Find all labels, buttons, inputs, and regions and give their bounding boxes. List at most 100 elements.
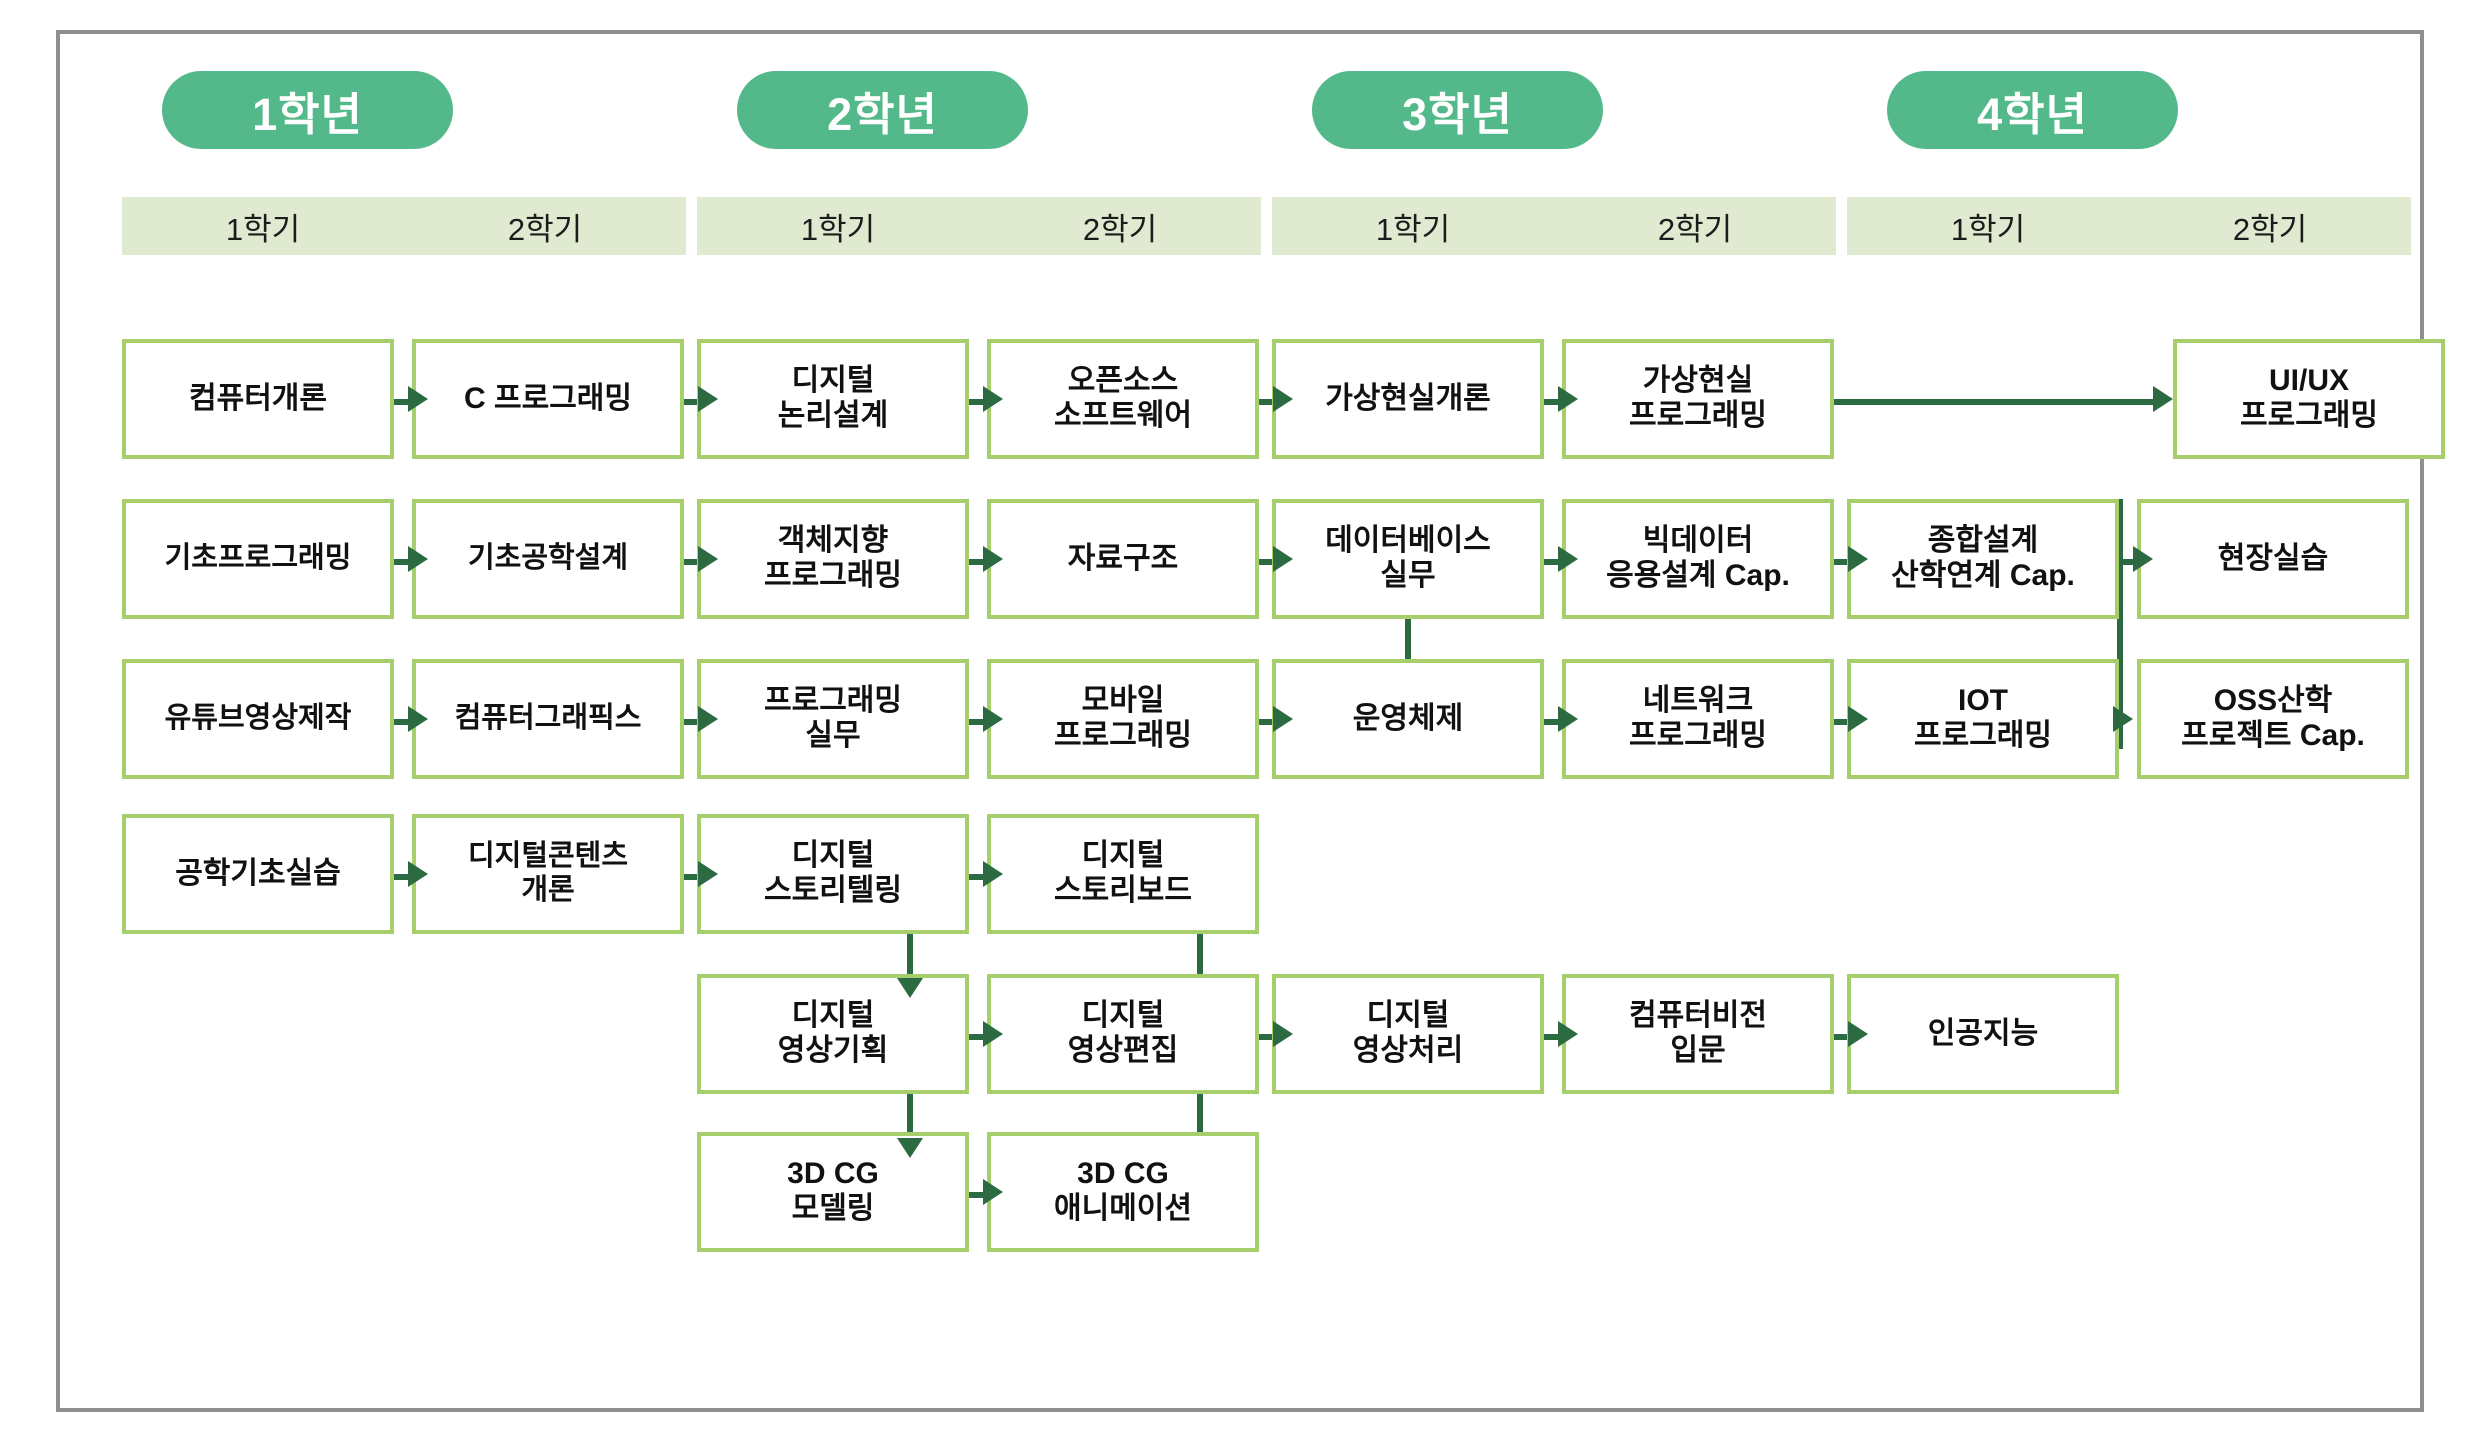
connector-r2-3	[951, 559, 987, 565]
course-box-youtube-video-production[interactable]: 유튜브영상제작	[122, 659, 394, 779]
course-box-network-programming[interactable]: 네트워크 프로그래밍	[1562, 659, 1834, 779]
diagram-frame: 1학년 2학년 3학년 4학년 1학기 2학기 1학기 2학기 1학기 2학기 …	[56, 30, 2445, 1412]
course-box-programming-practice[interactable]: 프로그래밍 실무	[697, 659, 969, 779]
course-box-digital-storytelling[interactable]: 디지털 스토리텔링	[697, 814, 969, 934]
course-label-line1: 데이터베이스	[1325, 524, 1491, 558]
course-label: 현장실습	[2217, 541, 2329, 575]
course-box-integrated-design-capstone[interactable]: 종합설계 산학연계 Cap.	[1847, 499, 2119, 619]
course-box-3dcg-animation[interactable]: 3D CG 애니메이션	[987, 1132, 1259, 1252]
course-label-line2: 산학연계 Cap.	[1891, 559, 2075, 592]
year-pill-1-label: 1학년	[252, 88, 363, 140]
course-box-3dcg-modeling[interactable]: 3D CG 모델링	[697, 1132, 969, 1252]
year-pill-2-label: 2학년	[827, 88, 938, 140]
semester-label-y2s1: 1학기	[800, 211, 876, 247]
arrowhead-r1-3	[983, 386, 1003, 412]
connector-r5-3	[1526, 1034, 1562, 1040]
connector-r3-4	[1241, 719, 1277, 725]
course-label-line1: 오픈소스	[1067, 364, 1179, 398]
connector-r1-2	[666, 399, 702, 405]
connector-r3-2	[666, 719, 702, 725]
course-box-oop[interactable]: 객체지향 프로그래밍	[697, 499, 969, 619]
course-box-digital-logic[interactable]: 디지털 논리설계	[697, 339, 969, 459]
course-box-database-practice[interactable]: 데이터베이스 실무	[1272, 499, 1544, 619]
course-label-line2: 프로그래밍	[2240, 399, 2378, 432]
course-label-line2: 프로그래밍	[1629, 719, 1767, 752]
course-label-line1: 디지털	[791, 364, 875, 398]
connector-r2-5	[1526, 559, 1562, 565]
year-pill-3: 3학년	[1312, 71, 1603, 149]
course-box-data-structures[interactable]: 자료구조	[987, 499, 1259, 619]
course-label: 운영체제	[1352, 701, 1464, 735]
course-label: 인공지능	[1927, 1016, 2039, 1050]
course-label-line1: 3D CG	[1077, 1157, 1169, 1191]
connector-r3-5	[1526, 719, 1562, 725]
arrowhead-oss-in	[2113, 706, 2133, 732]
arrowhead-r1-5	[1558, 386, 1578, 412]
course-label-line2: 애니메이션	[1054, 1192, 1192, 1225]
course-box-digital-video-processing[interactable]: 디지털 영상처리	[1272, 974, 1544, 1094]
course-label-line1: 디지털	[791, 999, 875, 1033]
arrowhead-r3-1	[408, 706, 428, 732]
arrowhead-r3-6	[1848, 706, 1868, 732]
connector-r1-3	[951, 399, 987, 405]
course-box-digital-video-editing[interactable]: 디지털 영상편집	[987, 974, 1259, 1094]
semester-band-year-1: 1학기 2학기	[122, 197, 686, 255]
connector-r4-2	[666, 874, 702, 880]
course-label-line1: 객체지향	[777, 524, 889, 558]
arrowhead-r2-1	[408, 546, 428, 572]
course-box-field-training[interactable]: 현장실습	[2137, 499, 2409, 619]
arrowhead-r5-1	[983, 1021, 1003, 1047]
course-box-basic-programming[interactable]: 기초프로그래밍	[122, 499, 394, 619]
connector-r2-6	[1816, 559, 1852, 565]
course-box-computer-intro[interactable]: 컴퓨터개론	[122, 339, 394, 459]
connector-board-to-edit	[1197, 934, 1203, 1000]
connector-r6-1	[951, 1192, 987, 1198]
connector-r2-4	[1241, 559, 1277, 565]
course-box-vr-programming[interactable]: 가상현실 프로그래밍	[1562, 339, 1834, 459]
course-box-c-programming[interactable]: C 프로그래밍	[412, 339, 684, 459]
course-label-line1: UI/UX	[2268, 364, 2349, 398]
semester-label-y2s2: 2학기	[1082, 211, 1158, 247]
course-label-line2: 입문	[1670, 1034, 1726, 1067]
course-box-basic-eng-design[interactable]: 기초공학설계	[412, 499, 684, 619]
arrowhead-r2-7	[2133, 546, 2153, 572]
course-label-line2: 프로그래밍	[1054, 719, 1192, 752]
course-label-line1: IOT	[1958, 684, 2008, 718]
course-label-line2: 논리설계	[777, 399, 889, 432]
course-box-bigdata-capstone[interactable]: 빅데이터 응용설계 Cap.	[1562, 499, 1834, 619]
course-box-digital-contents-intro[interactable]: 디지털콘텐츠 개론	[412, 814, 684, 934]
semester-label-y4s2: 2학기	[2232, 211, 2308, 247]
course-label-line2: 응용설계 Cap.	[1606, 559, 1790, 592]
course-box-engineering-basics-lab[interactable]: 공학기초실습	[122, 814, 394, 934]
semester-band-year-3: 1학기 2학기	[1272, 197, 1836, 255]
course-box-artificial-intelligence[interactable]: 인공지능	[1847, 974, 2119, 1094]
course-label-line1: 디지털	[1081, 839, 1165, 873]
course-box-mobile-programming[interactable]: 모바일 프로그래밍	[987, 659, 1259, 779]
year-pill-4: 4학년	[1887, 71, 2178, 149]
arrowhead-story-to-plan	[897, 978, 923, 998]
arrowhead-r3-5	[1558, 706, 1578, 732]
semester-label-y3s1: 1학기	[1375, 211, 1451, 247]
semester-label-y1s1: 1학기	[225, 211, 301, 247]
course-box-digital-storyboard[interactable]: 디지털 스토리보드	[987, 814, 1259, 934]
course-label: 유튜브영상제작	[164, 702, 352, 735]
arrowhead-r4-1	[408, 861, 428, 887]
course-box-iot-programming[interactable]: IOT 프로그래밍	[1847, 659, 2119, 779]
course-box-oss-industry-project-capstone[interactable]: OSS산학 프로젝트 Cap.	[2137, 659, 2409, 779]
course-box-uiux-programming[interactable]: UI/UX 프로그래밍	[2173, 339, 2445, 459]
course-box-vr-intro[interactable]: 가상현실개론	[1272, 339, 1544, 459]
course-label: 컴퓨터그래픽스	[454, 702, 642, 735]
course-label: 컴퓨터개론	[189, 381, 327, 415]
course-label-line2: 소프트웨어	[1054, 399, 1192, 432]
semester-label-y3s2: 2학기	[1657, 211, 1733, 247]
semester-label-y4s1: 1학기	[1950, 211, 2026, 247]
course-box-computer-vision-intro[interactable]: 컴퓨터비전 입문	[1562, 974, 1834, 1094]
year-pill-3-label: 3학년	[1402, 88, 1513, 140]
connector-r2-2	[666, 559, 702, 565]
connector-r1-long	[1816, 399, 2157, 405]
course-box-digital-video-planning[interactable]: 디지털 영상기획	[697, 974, 969, 1094]
course-box-open-source-sw[interactable]: 오픈소스 소프트웨어	[987, 339, 1259, 459]
course-box-operating-system[interactable]: 운영체제	[1272, 659, 1544, 779]
course-box-computer-graphics[interactable]: 컴퓨터그래픽스	[412, 659, 684, 779]
course-label-line2: 프로젝트 Cap.	[2181, 719, 2365, 752]
